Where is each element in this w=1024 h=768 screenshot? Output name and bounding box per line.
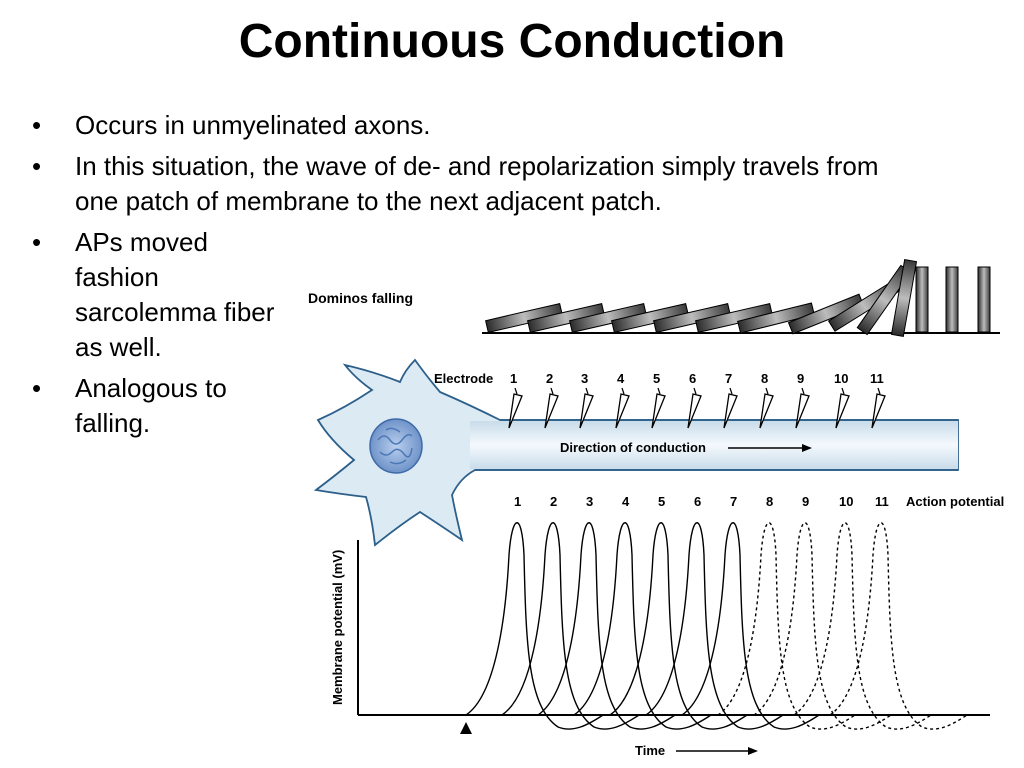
action-potential-number: 6 — [694, 494, 701, 509]
direction-label: Direction of conduction — [560, 440, 706, 455]
bullet-marker: • — [32, 373, 42, 403]
axon — [470, 421, 958, 469]
bullet-item: • Analogous to falling. — [32, 371, 295, 441]
action-potential-numbers: 1 2 3 4 5 6 7 8 9 10 11 — [514, 494, 889, 509]
bullet-item: • Occurs in unmyelinated axons. — [32, 108, 975, 143]
electrodes-group: 1 2 3 4 5 6 7 8 9 10 11 — [508, 371, 886, 429]
electrode-wire — [841, 387, 845, 395]
domino-fallen — [695, 303, 773, 333]
action-potential-number: 1 — [514, 494, 521, 509]
domino-fallen — [569, 303, 647, 333]
electrode-wire — [657, 387, 661, 395]
bullet-marker: • — [32, 227, 42, 257]
stimulus-marker — [460, 722, 472, 734]
electrode-wire — [621, 387, 625, 395]
electrode-wire — [729, 387, 733, 395]
nucleus-chromatin — [377, 427, 413, 465]
electrode-number: 4 — [617, 371, 625, 386]
electrode-number: 8 — [761, 371, 768, 386]
action-potential-number: 9 — [802, 494, 809, 509]
action-potential-curve-dashed — [829, 522, 968, 730]
electrode-number: 3 — [581, 371, 588, 386]
electrode — [615, 393, 630, 429]
domino-fallen — [611, 303, 689, 333]
electrode-number: 7 — [725, 371, 732, 386]
action-potential-number: 5 — [658, 494, 665, 509]
bullet-text: In this situation, the wave of de- and r… — [75, 151, 879, 216]
action-potential-curve — [609, 522, 748, 730]
electrode-number: 9 — [797, 371, 804, 386]
electrode-wire — [550, 387, 554, 395]
action-potential-number: 10 — [839, 494, 853, 509]
bullet-text: APs moved fashion sarcolemma fiber as we… — [75, 227, 275, 362]
electrode-wire — [514, 387, 518, 395]
bullet-list: • Occurs in unmyelinated axons. • In this … — [32, 108, 975, 447]
electrode-number: 5 — [653, 371, 660, 386]
electrode-wire — [877, 387, 881, 395]
dominos-label: Dominos falling — [308, 290, 413, 306]
time-arrow-head — [748, 747, 758, 755]
electrode — [835, 393, 850, 429]
action-potential-number: 8 — [766, 494, 773, 509]
bullet-text: Analogous to falling. — [75, 373, 227, 438]
domino-standing — [915, 266, 929, 333]
action-potential-curve — [537, 522, 676, 730]
electrode-number: 2 — [546, 371, 553, 386]
action-potential-curve — [645, 522, 784, 730]
electrode-number: 6 — [689, 371, 696, 386]
domino-fallen — [653, 303, 731, 333]
action-potential-curves — [465, 522, 968, 730]
bullet-marker: • — [32, 110, 42, 140]
electrode-number: 11 — [870, 371, 884, 386]
dominos-group — [485, 258, 991, 338]
electrode — [871, 393, 886, 429]
electrode — [579, 393, 594, 429]
electrode — [687, 393, 702, 429]
electrode-wire — [765, 387, 769, 395]
action-potential-curve — [465, 522, 604, 730]
action-potential-number: 11 — [875, 494, 889, 509]
domino-fallen — [737, 302, 815, 334]
electrode — [544, 393, 559, 429]
action-potential-label: Action potential — [906, 494, 1004, 509]
domino-fallen — [527, 303, 605, 333]
direction-arrow-head — [802, 444, 812, 452]
electrode-number: 10 — [834, 371, 848, 386]
domino-fallen — [787, 293, 865, 335]
electrode — [723, 393, 738, 429]
domino-fallen — [890, 258, 918, 338]
electrode — [795, 393, 810, 429]
x-axis-label: Time — [635, 743, 665, 758]
action-potential-number: 2 — [550, 494, 557, 509]
action-potential-number: 3 — [586, 494, 593, 509]
nucleus — [369, 418, 423, 474]
electrode-wire — [801, 387, 805, 395]
domino-standing — [945, 266, 959, 333]
electrode-label: Electrode — [434, 371, 493, 386]
action-potential-curve — [501, 522, 640, 730]
electrode-wire — [693, 387, 697, 395]
electrode — [651, 393, 666, 429]
action-potential-curve — [573, 522, 712, 730]
action-potential-curve — [681, 522, 820, 730]
bullet-marker: • — [32, 151, 42, 181]
bullet-item: • In this situation, the wave of de- and … — [32, 149, 895, 219]
electrode-wire — [585, 387, 589, 395]
electrode — [759, 393, 774, 429]
action-potential-number: 7 — [730, 494, 737, 509]
action-potential-number: 4 — [622, 494, 630, 509]
y-axis-label: Membrane potential (mV) — [330, 550, 345, 705]
slide-title: Continuous Conduction — [238, 15, 786, 68]
bullet-item: • APs moved fashion sarcolemma fiber as w… — [32, 225, 295, 365]
electrode — [508, 393, 523, 429]
action-potential-curve-dashed — [753, 522, 892, 730]
action-potential-curve-dashed — [717, 522, 856, 730]
domino-standing — [977, 266, 991, 333]
domino-fallen — [485, 303, 563, 333]
electrode-number: 1 — [510, 371, 517, 386]
bullet-text: Occurs in unmyelinated axons. — [75, 110, 431, 140]
